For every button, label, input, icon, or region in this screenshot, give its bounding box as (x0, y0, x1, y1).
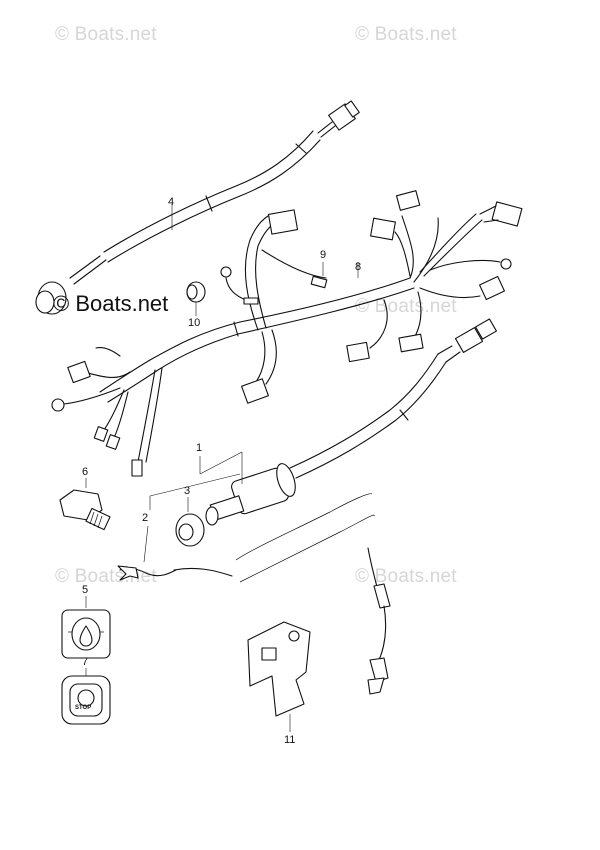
part-11-bracket (247, 547, 391, 732)
coiled-cord (235, 493, 375, 583)
watermark-top-right: © Boats.net (355, 24, 457, 45)
callout-5: 5 (82, 584, 89, 596)
callout-3: 3 (184, 485, 191, 497)
callout-10: 10 (188, 317, 201, 329)
callout-7: 7 (82, 656, 89, 668)
stop-icon-text: STOP (75, 705, 92, 711)
callout-4: 4 (168, 196, 175, 208)
watermark-lower-right: © Boats.net (355, 566, 457, 587)
part-9-connector (310, 262, 328, 289)
callout-8: 8 (355, 261, 362, 273)
watermark-main: © Boats.net (53, 291, 169, 316)
part-5-oil-label (61, 596, 111, 659)
watermark-top-left: © Boats.net (55, 24, 157, 45)
part-6-pressure-switch (59, 478, 111, 531)
part-8-main-harness (51, 190, 523, 477)
part-10-clip (186, 266, 259, 316)
part-1-switch-assembly (117, 318, 497, 583)
watermark-mid-right: © Boats.net (355, 296, 457, 317)
callout-11: 11 (284, 734, 296, 746)
callout-9: 9 (320, 249, 327, 261)
part-7-stop-label (61, 668, 111, 725)
callout-6: 6 (82, 466, 89, 478)
callout-2: 2 (142, 512, 149, 524)
callout-1: 1 (196, 442, 203, 454)
part-4-harness (35, 100, 360, 315)
oil-drop-icon (79, 625, 93, 647)
